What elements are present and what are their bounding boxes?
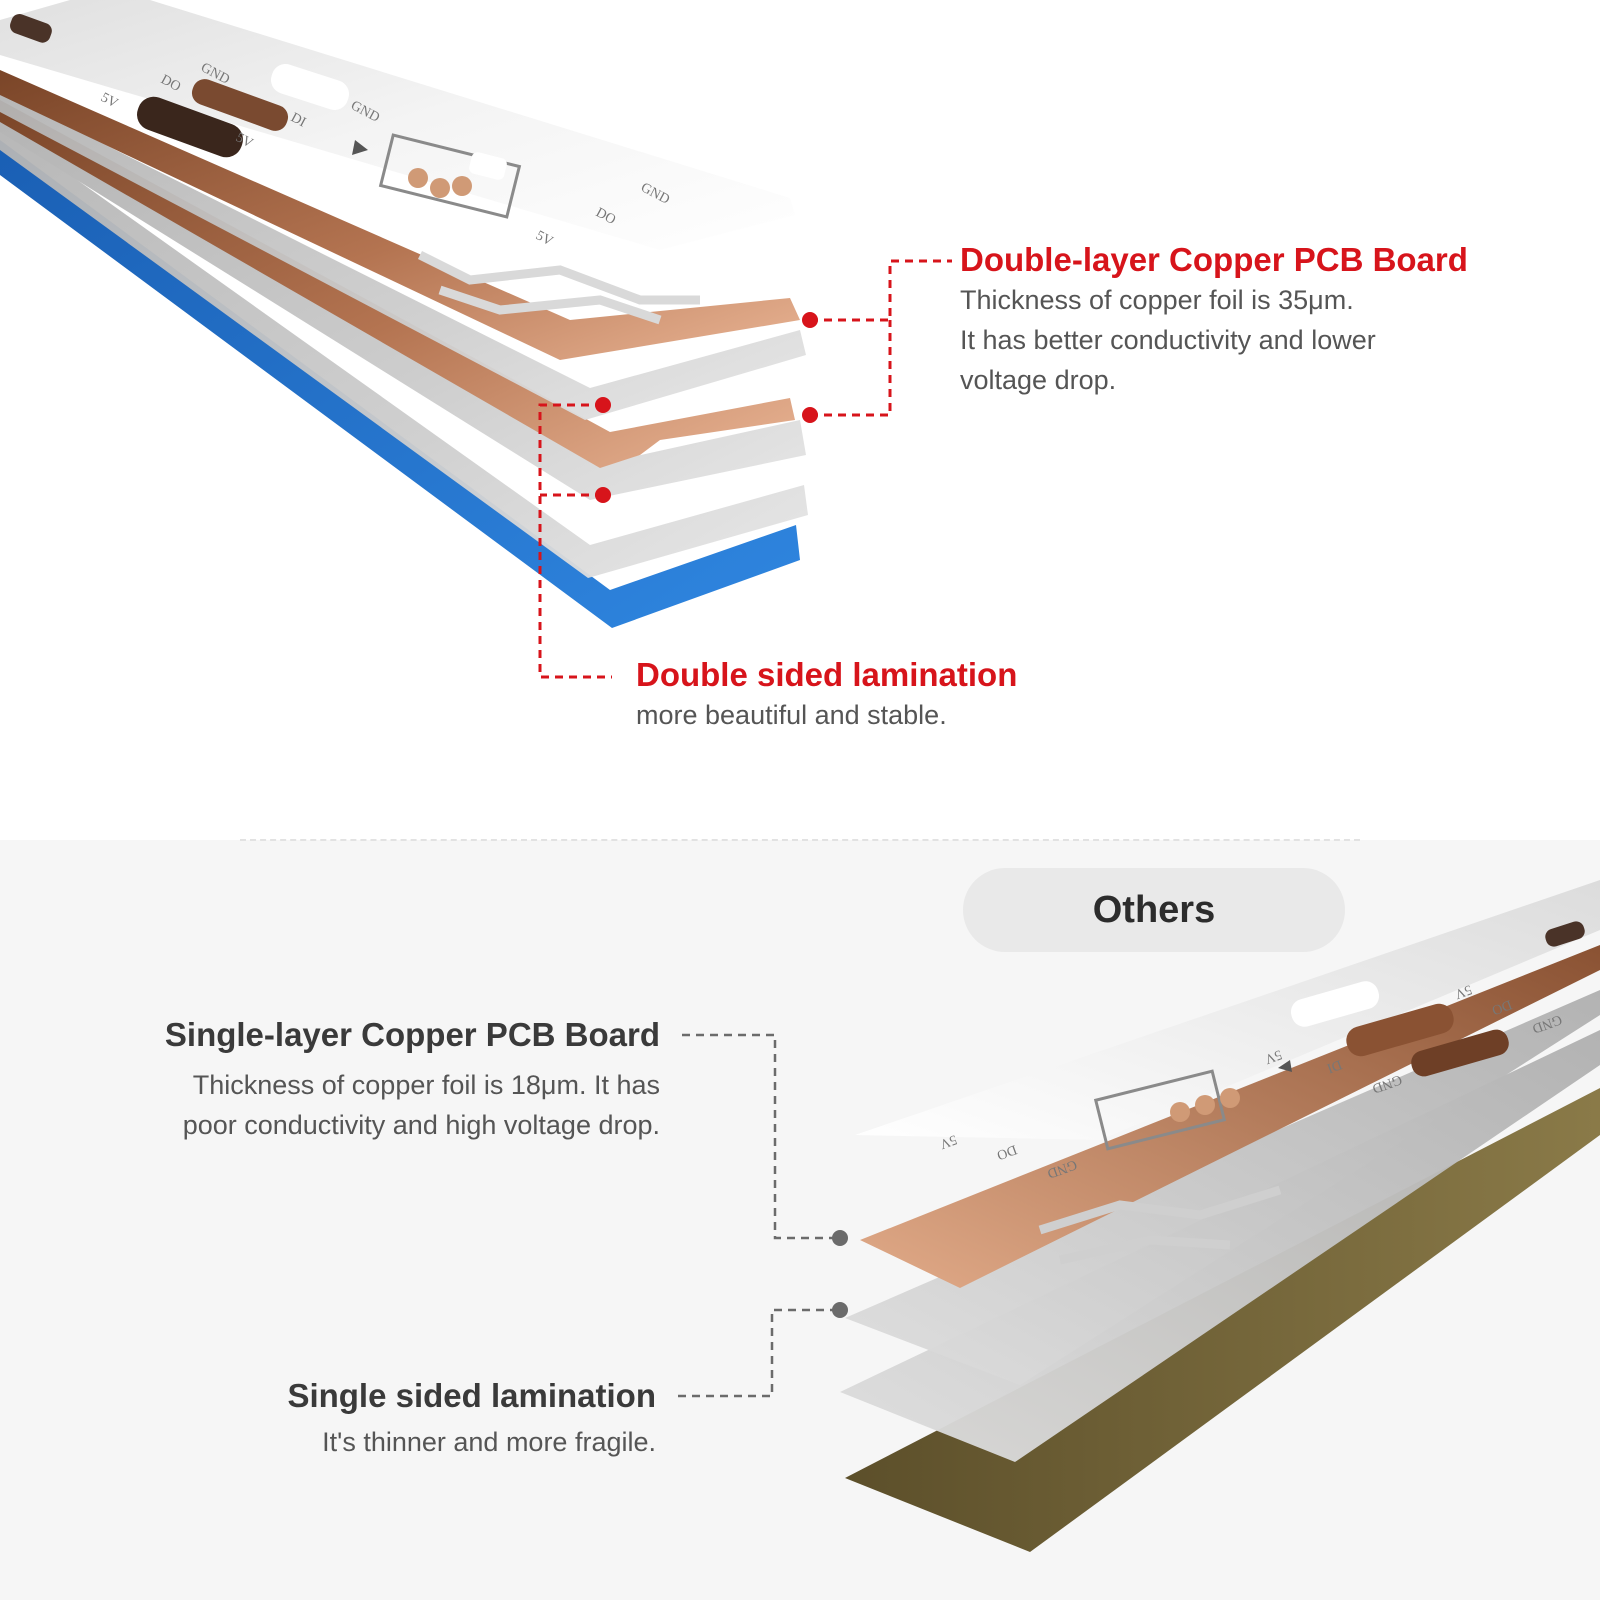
lamination-callout-leader xyxy=(538,403,612,679)
callout-title: Double-layer Copper PCB Board xyxy=(960,241,1468,278)
strip-label-text: DO xyxy=(995,1141,1019,1162)
strip-label-text: DO xyxy=(1490,996,1514,1017)
blue-base-tape xyxy=(0,140,800,628)
callout-description-line: poor conductivity and high voltage drop. xyxy=(182,1110,660,1140)
strip-label-text: 5V xyxy=(233,130,255,151)
strip-label-text: 5V xyxy=(1453,981,1474,1001)
top-layer-illustration: GND DO 5V GND DI 5V GND DO 5V xyxy=(0,0,952,679)
strip-label-text: 5V xyxy=(533,228,555,249)
callout-description-line: more beautiful and stable. xyxy=(636,700,947,730)
top-solder-mask-layer: 5V DO GND 5V DI GND 5V DO GND xyxy=(855,880,1600,1181)
lamination-callout-leader xyxy=(678,1308,840,1398)
top-solder-mask-layer: GND DO 5V GND DI 5V GND DO 5V xyxy=(0,0,795,250)
strip-label-text: DI xyxy=(288,110,308,130)
middle-lamination-layer xyxy=(845,990,1600,1385)
single-layer-pcb-callout: Single-layer Copper PCB Board Thickness … xyxy=(40,1015,660,1145)
pcb-layer-marker-dot xyxy=(802,312,818,328)
callout-title: Single-layer Copper PCB Board xyxy=(164,1016,660,1053)
lamination-layer-marker-dot xyxy=(595,397,611,413)
bottom-lamination-layer xyxy=(0,125,808,578)
callout-description-line: Thickness of copper foil is 35μm. xyxy=(960,285,1354,315)
strip-label-text: 5V xyxy=(938,1131,959,1151)
callout-description-line: voltage drop. xyxy=(960,365,1117,395)
lamination-layer-marker-dot xyxy=(832,1302,848,1318)
double-layer-pcb-callout: Double-layer Copper PCB Board Thickness … xyxy=(960,240,1468,400)
single-sided-lamination-callout: Single sided lamination It's thinner and… xyxy=(160,1376,656,1462)
double-sided-lamination-callout: Double sided lamination more beautiful a… xyxy=(636,655,1017,735)
strip-label-text: 5V xyxy=(98,90,120,111)
strip-label-text: 5V xyxy=(1263,1046,1284,1066)
panel-divider xyxy=(240,839,1360,841)
pcb-callout-leader xyxy=(682,1033,840,1240)
callout-title: Single sided lamination xyxy=(287,1377,656,1414)
callout-title: Double sided lamination xyxy=(636,656,1018,693)
lamination-layer-marker-dot xyxy=(595,487,611,503)
others-layer-illustration: 5V DO GND 5V DI GND 5V DO GND xyxy=(678,880,1600,1552)
others-badge-label: Others xyxy=(1092,888,1216,931)
lower-copper-layer xyxy=(0,100,806,500)
pcb-layer-marker-dot xyxy=(832,1230,848,1246)
callout-description-line: Thickness of copper foil is 18μm. It has xyxy=(192,1070,660,1100)
pcb-layer-marker-dot xyxy=(802,407,818,423)
callout-description-line: It has better conductivity and lower xyxy=(960,325,1376,355)
strip-label-text: DI xyxy=(1324,1056,1343,1075)
upper-copper-layer xyxy=(0,70,800,360)
callout-description-line: It's thinner and more fragile. xyxy=(322,1427,656,1457)
pcb-callout-leader xyxy=(810,259,952,417)
others-badge: Others xyxy=(963,868,1345,952)
